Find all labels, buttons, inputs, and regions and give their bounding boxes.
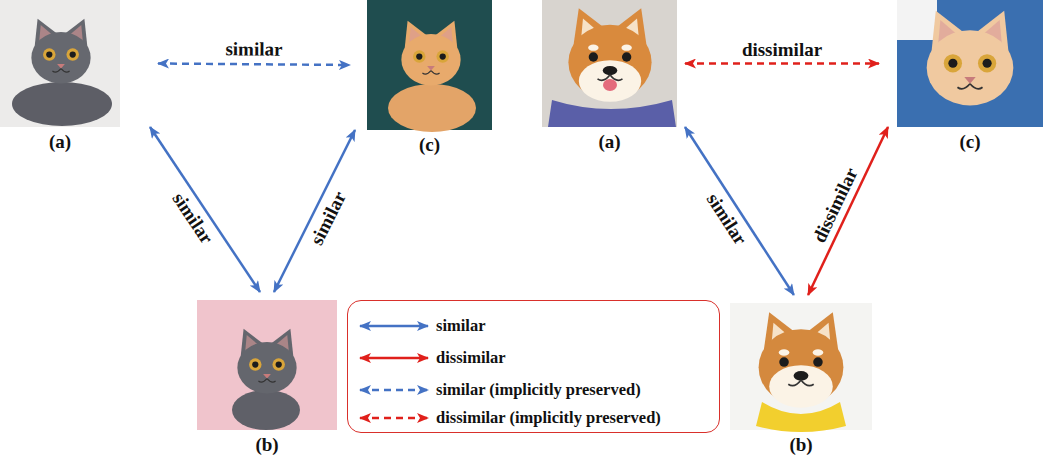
edge-label: dissimilar [742,39,822,58]
image-panel: (a) [0,0,120,127]
legend-text: similar (implicitly preserved) [436,380,641,400]
cat-body [232,390,300,430]
edge-label: similar [703,190,750,248]
edge-label: similar [226,40,283,59]
panel-caption: (a) [0,131,130,153]
panel-caption: (a) [532,131,687,153]
cat-head [31,19,90,84]
image-panel: (b) [197,300,337,430]
connector [274,130,355,292]
connector [808,127,888,295]
connector [158,64,350,66]
dog-scarf [756,402,846,432]
photo-background [730,303,872,430]
legend-line [360,389,428,392]
legend-sample [356,378,432,402]
connector [685,62,879,65]
legend-row: similar [348,314,719,338]
legend-line [360,357,428,360]
photo-background [897,0,1043,127]
legend-row: similar (implicitly preserved) [348,378,719,402]
photo-background [0,0,120,127]
image-panel: (a) [542,0,677,127]
panel-caption: (b) [187,434,347,456]
cat-head [927,11,1014,106]
legend-box: similar dissimilar similar (implicitly pre… [347,300,720,433]
edge-label: similar [169,189,216,247]
dog-scarf [548,100,676,127]
connector [685,127,794,295]
dog-head [568,8,651,102]
legend-text: similar [436,316,486,336]
legend-line [360,417,428,420]
cat-body [388,84,476,132]
image-panel: (c) [897,0,1043,127]
legend-sample [356,406,432,430]
legend-sample [356,314,432,338]
edge-label: similar [307,188,349,247]
legend-text: dissimilar (implicitly preserved) [436,408,661,428]
dog-head [759,312,844,407]
legend-sample [356,346,432,370]
photo-background [197,300,337,430]
panel-caption: (c) [357,134,502,156]
cat-head [237,329,296,394]
edge-label: dissimilar [809,164,861,245]
panel-caption: (c) [887,131,1043,153]
dog-tongue [603,79,617,91]
photo-background [542,0,677,127]
cat-head [401,21,460,86]
photo-background [897,0,937,40]
image-panel: (c) [367,0,492,130]
legend-text: dissimilar [436,348,506,368]
legend-row: dissimilar (implicitly preserved) [348,406,719,430]
legend-row: dissimilar [348,346,719,370]
legend-line [360,325,428,328]
cat-body [12,82,112,126]
connector [150,127,260,292]
image-panel: (b) [730,303,872,430]
panel-caption: (b) [720,434,882,456]
